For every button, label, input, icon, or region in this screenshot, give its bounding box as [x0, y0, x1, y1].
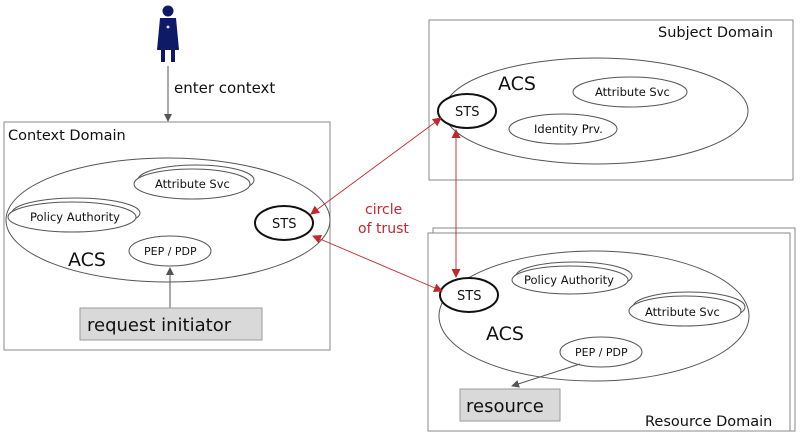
- person-icon: [157, 5, 179, 62]
- enter-context-label: enter context: [174, 79, 275, 97]
- context-acs-ellipse: [5, 157, 331, 283]
- subject-identity-provider-ellipse: [508, 113, 618, 145]
- trust-link-context-resource: [312, 234, 443, 293]
- resource-box: [459, 388, 561, 422]
- resource-label: resource: [466, 396, 544, 417]
- context-domain-title: Context Domain: [8, 128, 126, 144]
- resource-policy-authority-ellipse: [511, 265, 629, 295]
- context-pep-pdp-ellipse: [128, 235, 212, 267]
- context-policy-authority-label: Policy Authority: [30, 210, 120, 224]
- resource-attribute-svc-label: Attribute Svc: [645, 305, 720, 319]
- resource-acs-label: ACS: [486, 323, 524, 345]
- circle-of-trust-line1: circle: [365, 202, 402, 218]
- pep-to-resource-arrow: [511, 363, 581, 388]
- subject-attribute-svc-ellipse: [572, 76, 688, 108]
- request-initiator-box: [79, 307, 263, 341]
- context-pep-pdp-label: PEP / PDP: [144, 245, 197, 258]
- resource-policy-authority-label: Policy Authority: [524, 273, 614, 287]
- context-attribute-svc-ellipse: [133, 168, 251, 200]
- context-sts-label: STS: [272, 217, 296, 232]
- circle-of-trust-line2: of trust: [358, 221, 409, 237]
- subject-sts-label: STS: [455, 105, 479, 120]
- subject-attribute-svc-label: Attribute Svc: [595, 85, 670, 99]
- subject-sts-ellipse: [437, 93, 497, 129]
- subject-domain-title: Subject Domain: [658, 25, 773, 41]
- request-initiator-label: request initiator: [87, 315, 232, 336]
- resource-attribute-svc-ellipse: [628, 295, 742, 327]
- context-acs-label: ACS: [68, 249, 106, 271]
- subject-domain-box: [428, 19, 794, 181]
- subject-identity-provider-label: Identity Prv.: [534, 122, 603, 136]
- trust-link-context-subject: [310, 117, 442, 215]
- resource-sts-ellipse: [439, 277, 499, 313]
- context-attribute-svc-label: Attribute Svc: [155, 177, 230, 191]
- subject-acs-label: ACS: [498, 73, 536, 95]
- resource-domain-title: Resource Domain: [645, 414, 772, 430]
- resource-sts-label: STS: [457, 289, 481, 304]
- context-policy-authority-ellipse: [7, 201, 137, 233]
- resource-acs-ellipse: [438, 250, 750, 382]
- resource-pep-pdp-label: PEP / PDP: [575, 346, 628, 359]
- resource-pep-pdp-ellipse: [559, 336, 643, 368]
- context-sts-ellipse: [254, 205, 314, 241]
